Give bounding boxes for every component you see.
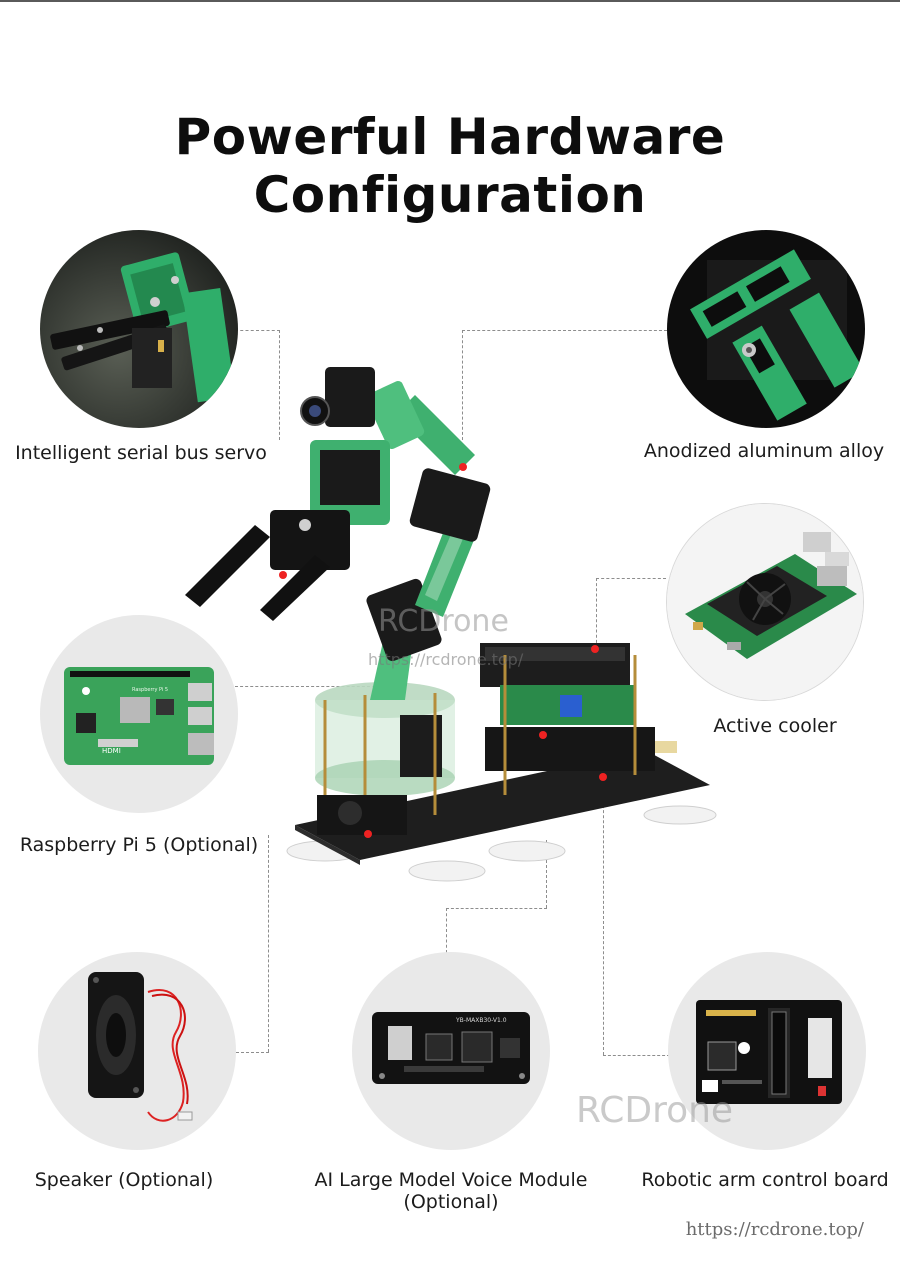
speaker-image <box>38 952 236 1150</box>
cooler-image <box>666 503 864 701</box>
voice-board-text: YB-MAXB30-V1.0 <box>455 1017 507 1024</box>
leader-servo <box>235 330 280 331</box>
label-cooler: Active cooler <box>713 715 837 737</box>
watermark-center-url: https://rcdrone.top/ <box>368 650 524 669</box>
leader-voice-v2 <box>446 908 447 953</box>
page-title: Powerful Hardware Configuration <box>174 108 726 224</box>
label-speaker: Speaker (Optional) <box>34 1169 214 1191</box>
rpi-hdmi-text: HDMI <box>102 747 121 755</box>
leader-cooler-v <box>596 578 597 648</box>
robotic-arm-image <box>175 355 735 895</box>
voice-module-image: YB-MAXB30-V1.0 <box>352 952 550 1150</box>
leader-voice-h <box>446 908 547 909</box>
leader-alloy-v <box>462 330 463 440</box>
label-alloy: Anodized aluminum alloy <box>643 440 885 462</box>
leader-voice-v1 <box>546 840 547 908</box>
label-voice-module-1: AI Large Model Voice Module <box>314 1169 588 1191</box>
alloy-image <box>667 230 865 428</box>
watermark-center: RCDrone <box>378 604 509 639</box>
leader-board-v <box>603 790 604 1055</box>
leader-speaker-v <box>268 835 269 1052</box>
leader-speaker <box>236 1052 269 1053</box>
servo-image <box>40 230 238 428</box>
footer-url[interactable]: https://rcdrone.top/ <box>685 1219 864 1240</box>
raspberry-image: HDMI Raspberry Pi 5 <box>40 615 238 813</box>
label-control-board: Robotic arm control board <box>641 1169 889 1191</box>
leader-servo-v <box>279 330 280 440</box>
label-raspberry: Raspberry Pi 5 (Optional) <box>19 834 259 856</box>
leader-cooler <box>596 578 666 579</box>
leader-board-h <box>603 1055 670 1056</box>
rpi-model-text: Raspberry Pi 5 <box>132 687 168 693</box>
leader-alloy <box>462 330 667 331</box>
watermark-bottom: RCDrone <box>576 1090 734 1131</box>
label-voice-module-2: (Optional) <box>403 1191 499 1213</box>
top-border <box>0 0 900 2</box>
control-board-image <box>668 952 866 1150</box>
label-servo: Intelligent serial bus servo <box>15 442 267 464</box>
leader-raspberry <box>235 686 375 687</box>
